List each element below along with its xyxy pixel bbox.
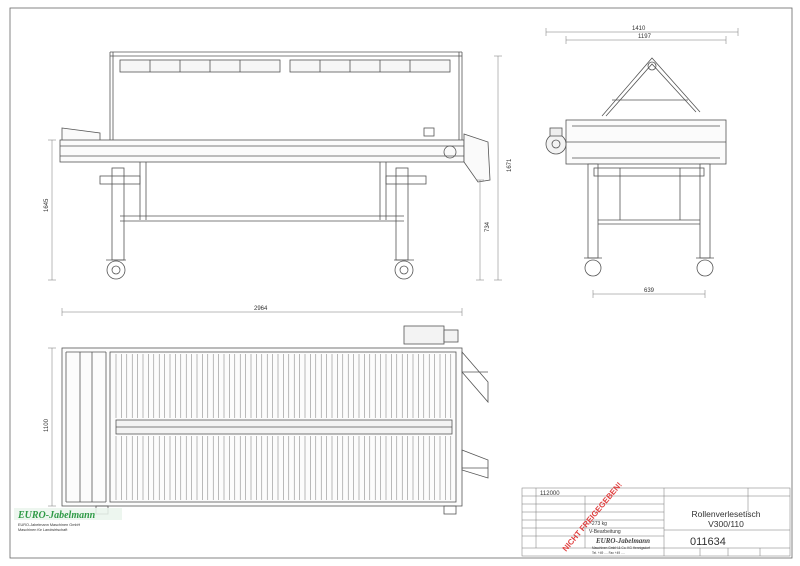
watermark-line1: EURO-Jabelmann Maschinen GmbH	[18, 523, 81, 527]
dim-conveyor-height: 1671	[507, 158, 513, 172]
top-view-dimensions	[48, 308, 463, 507]
company-logo-text: EURO-Jabelmann	[595, 537, 650, 545]
end-view-dimensions	[545, 28, 739, 298]
watermark-logo-text: EURO-Jabelmann	[17, 510, 96, 521]
dim-side-height: 1645	[44, 198, 50, 212]
side-view-dimensions	[48, 55, 502, 281]
dim-end-width-inner: 1197	[638, 34, 652, 40]
drawing-number: 112000	[540, 491, 560, 497]
roller-array	[115, 354, 452, 500]
surface-value: V-Bearbeitung	[589, 529, 621, 535]
dim-top-width: 1100	[44, 418, 50, 432]
dim-end-leg-spacing: 639	[644, 288, 655, 294]
dim-side-length: 2964	[254, 306, 268, 312]
dealer-watermark: EURO-Jabelmann EURO-Jabelmann Maschinen …	[14, 508, 122, 532]
title-block	[521, 487, 791, 557]
company-address-line2: Tel. +49 .... Fax +49 ....	[592, 551, 625, 555]
watermark-line2: Maschinen für Landwirtschaft	[18, 528, 68, 532]
dim-frame-height: 734	[485, 221, 491, 232]
company-address-line1: Maschinen GmbH & Co. KG Hennigsdorf	[592, 546, 650, 550]
side-view	[59, 51, 491, 280]
weight-value: ~273 kg	[589, 521, 607, 527]
part-number: 011634	[690, 536, 726, 548]
border-frame	[9, 7, 793, 559]
end-view	[545, 57, 727, 277]
top-view	[61, 325, 489, 515]
product-title-line2: V300/110	[708, 519, 744, 529]
product-title-line1: Rollenverlesetisch	[692, 509, 761, 519]
dim-end-width-outer: 1410	[632, 26, 646, 32]
